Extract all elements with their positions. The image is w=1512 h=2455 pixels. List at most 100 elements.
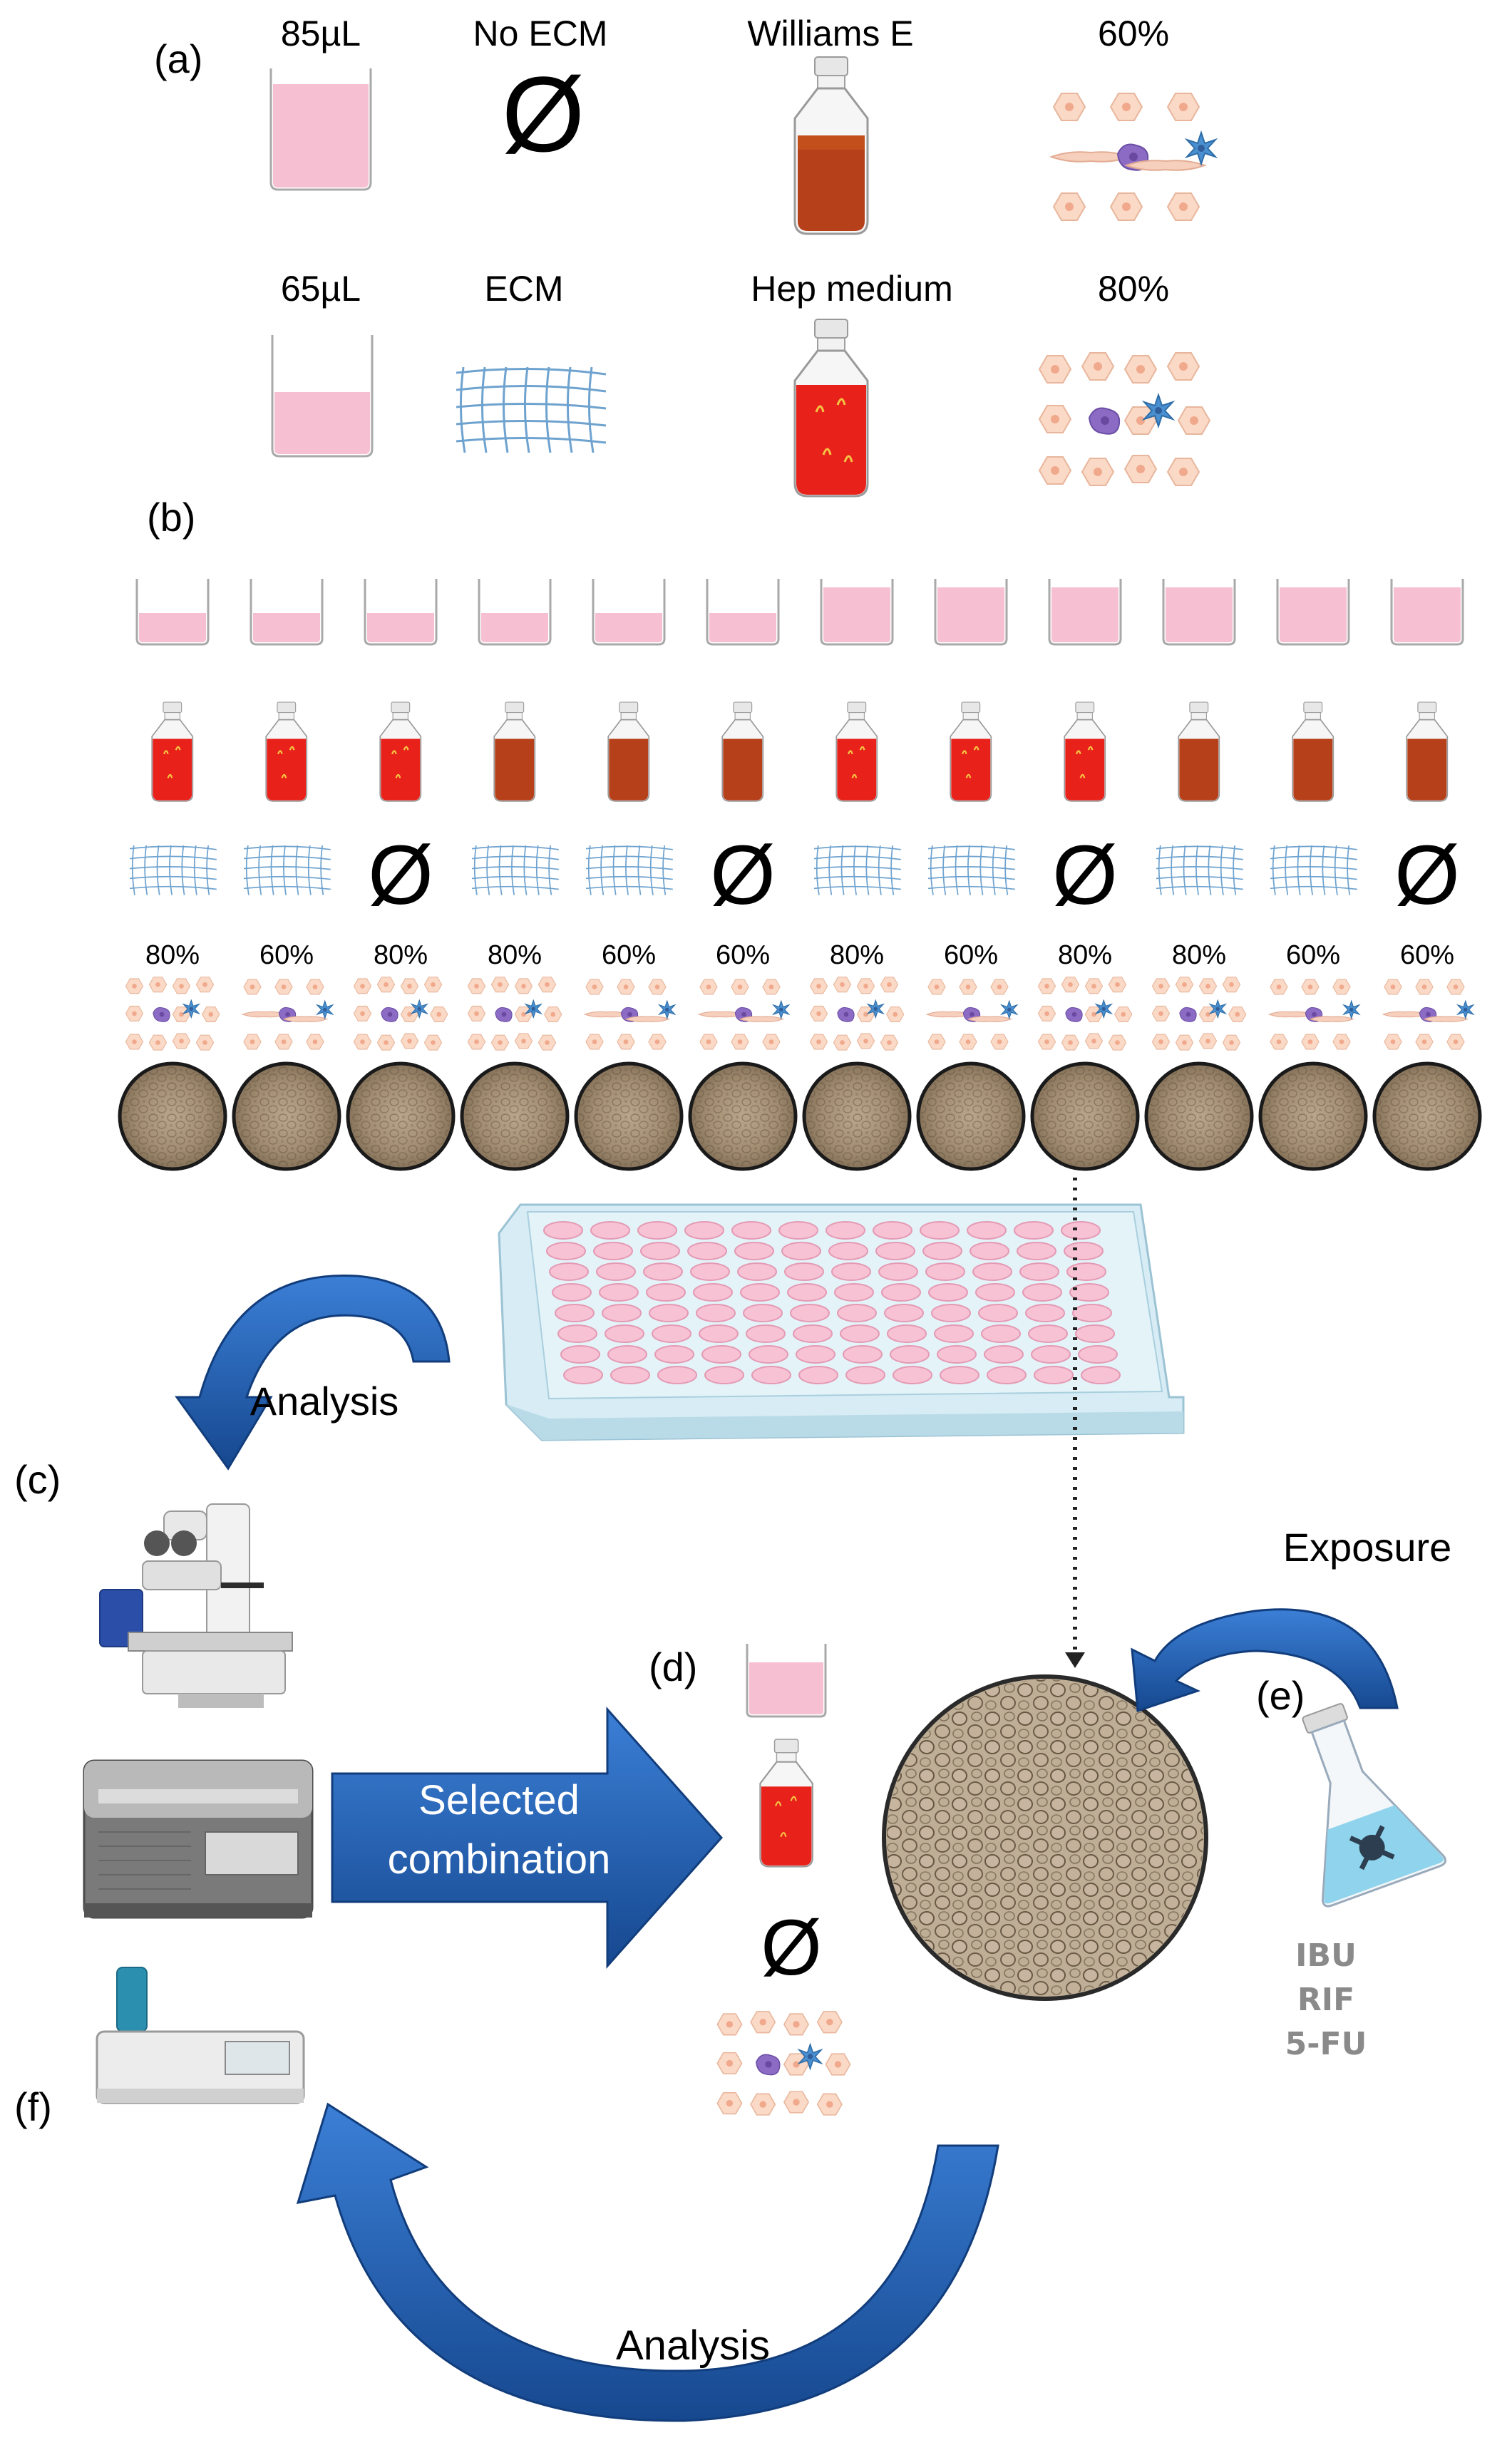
combo-cells-icon <box>810 977 903 1050</box>
combo-ecm-mesh-icon <box>243 845 331 896</box>
plate-well <box>834 1283 874 1302</box>
plate-well <box>826 1221 865 1240</box>
plate-well <box>1028 1324 1068 1343</box>
plate-well <box>828 1242 868 1260</box>
combo-spheroid <box>1372 1061 1482 1171</box>
plate-well <box>690 1262 730 1281</box>
combo-cells-icon <box>1038 977 1131 1050</box>
plate-well <box>704 1366 744 1384</box>
plate-well <box>649 1304 689 1322</box>
plate-well <box>787 1283 827 1302</box>
plate-well <box>549 1262 589 1281</box>
selected-combination-arrow <box>331 1707 724 1969</box>
combo-flask-icon <box>835 701 878 802</box>
plate-well <box>1034 1366 1074 1384</box>
combo-density-label: 60% <box>944 940 998 970</box>
plate-well <box>840 1324 880 1343</box>
plate-well <box>1031 1345 1071 1364</box>
panel-label-b: (b) <box>147 495 195 540</box>
plate-well <box>940 1366 979 1384</box>
combo-flask-icon <box>607 701 650 802</box>
plate-well <box>937 1345 977 1364</box>
plate-well <box>731 1221 771 1240</box>
plate-well <box>699 1324 739 1343</box>
combo-flask-icon <box>1064 701 1106 802</box>
plate-well <box>546 1242 586 1260</box>
combo-density-label: 60% <box>716 940 770 970</box>
plate-well <box>934 1324 974 1343</box>
combo-cells-icon <box>699 979 789 1049</box>
selection-arrowhead <box>1065 1652 1085 1668</box>
top-density-label: 60% <box>1098 14 1169 53</box>
combo-well <box>1390 579 1464 646</box>
toxic-compound-flask-icon <box>1302 1703 1447 1908</box>
plate-well <box>693 1283 733 1302</box>
combo-density-label: 60% <box>602 940 656 970</box>
cells-60-icon <box>1051 93 1215 220</box>
top-medium-label: Williams E <box>747 14 913 53</box>
plate-well <box>557 1324 597 1343</box>
plate-well <box>784 1262 824 1281</box>
plate-well <box>610 1366 650 1384</box>
combo-flask-icon <box>1292 701 1334 802</box>
combo-ecm-mesh-icon <box>813 845 902 896</box>
plate-well <box>831 1262 871 1281</box>
well-65ul <box>271 334 374 458</box>
plate-well <box>563 1366 603 1384</box>
combo-spheroid <box>118 1061 227 1171</box>
plate-well <box>687 1242 727 1260</box>
plate-well <box>657 1366 697 1384</box>
hep-medium-flask-icon <box>793 318 869 498</box>
combo-density-label: 80% <box>1172 940 1226 970</box>
selected-label-line1: Selected <box>418 1777 580 1823</box>
plate-well <box>643 1262 683 1281</box>
combo-spheroid <box>688 1061 798 1171</box>
cell-analyzer-icon <box>96 1967 305 2104</box>
combo-spheroid <box>346 1061 456 1171</box>
combo-no-ecm-symbol: Ø <box>710 828 776 922</box>
combination-column: 60% <box>1258 579 1368 1171</box>
combination-column: Ø 60% <box>688 579 798 1171</box>
plate-well <box>922 1242 962 1260</box>
combo-no-ecm-symbol: Ø <box>1394 828 1460 922</box>
combo-cells-icon <box>1269 979 1359 1049</box>
analysis-curved-arrow-bottom <box>296 2102 999 2422</box>
well-85ul <box>269 67 372 191</box>
top-volume-label: 85µL <box>281 14 361 53</box>
plate-well <box>984 1345 1024 1364</box>
combo-ecm-mesh-icon <box>927 845 1016 896</box>
panel-label-c: (c) <box>14 1457 61 1502</box>
combo-flask-icon <box>721 701 764 802</box>
plate-well <box>696 1304 736 1322</box>
microscope-icon <box>99 1503 293 1708</box>
combo-cells-icon <box>242 979 333 1049</box>
plate-well <box>845 1366 885 1384</box>
bottom-volume-label: 65µL <box>281 269 361 309</box>
combo-well <box>592 579 666 646</box>
selected-hep-medium-flask-icon <box>759 1738 813 1868</box>
plate-well <box>970 1242 1009 1260</box>
plate-well <box>843 1345 883 1364</box>
combo-spheroid <box>232 1061 341 1171</box>
combo-well <box>364 579 438 646</box>
combo-density-label: 80% <box>1058 940 1112 970</box>
plate-well <box>884 1304 924 1322</box>
combo-flask-icon <box>379 701 422 802</box>
plate-well <box>893 1366 932 1384</box>
combination-column: Ø80% <box>1030 579 1140 1171</box>
plate-well <box>552 1283 592 1302</box>
analysis-curved-arrow-top <box>175 1274 451 1471</box>
combination-column: 80% <box>1144 579 1254 1171</box>
plate-well <box>1017 1242 1056 1260</box>
combo-cells-icon <box>1383 979 1474 1049</box>
plate-well <box>890 1345 930 1364</box>
plate-well <box>928 1283 968 1302</box>
combo-flask-icon <box>265 701 308 802</box>
combo-density-label: 80% <box>830 940 884 970</box>
panel-label-d: (d) <box>649 1645 697 1689</box>
combo-well <box>1048 579 1122 646</box>
combo-well <box>250 579 324 646</box>
combo-density-label: 60% <box>1286 940 1340 970</box>
plate-well <box>596 1262 636 1281</box>
panel-label-a: (a) <box>154 36 202 81</box>
